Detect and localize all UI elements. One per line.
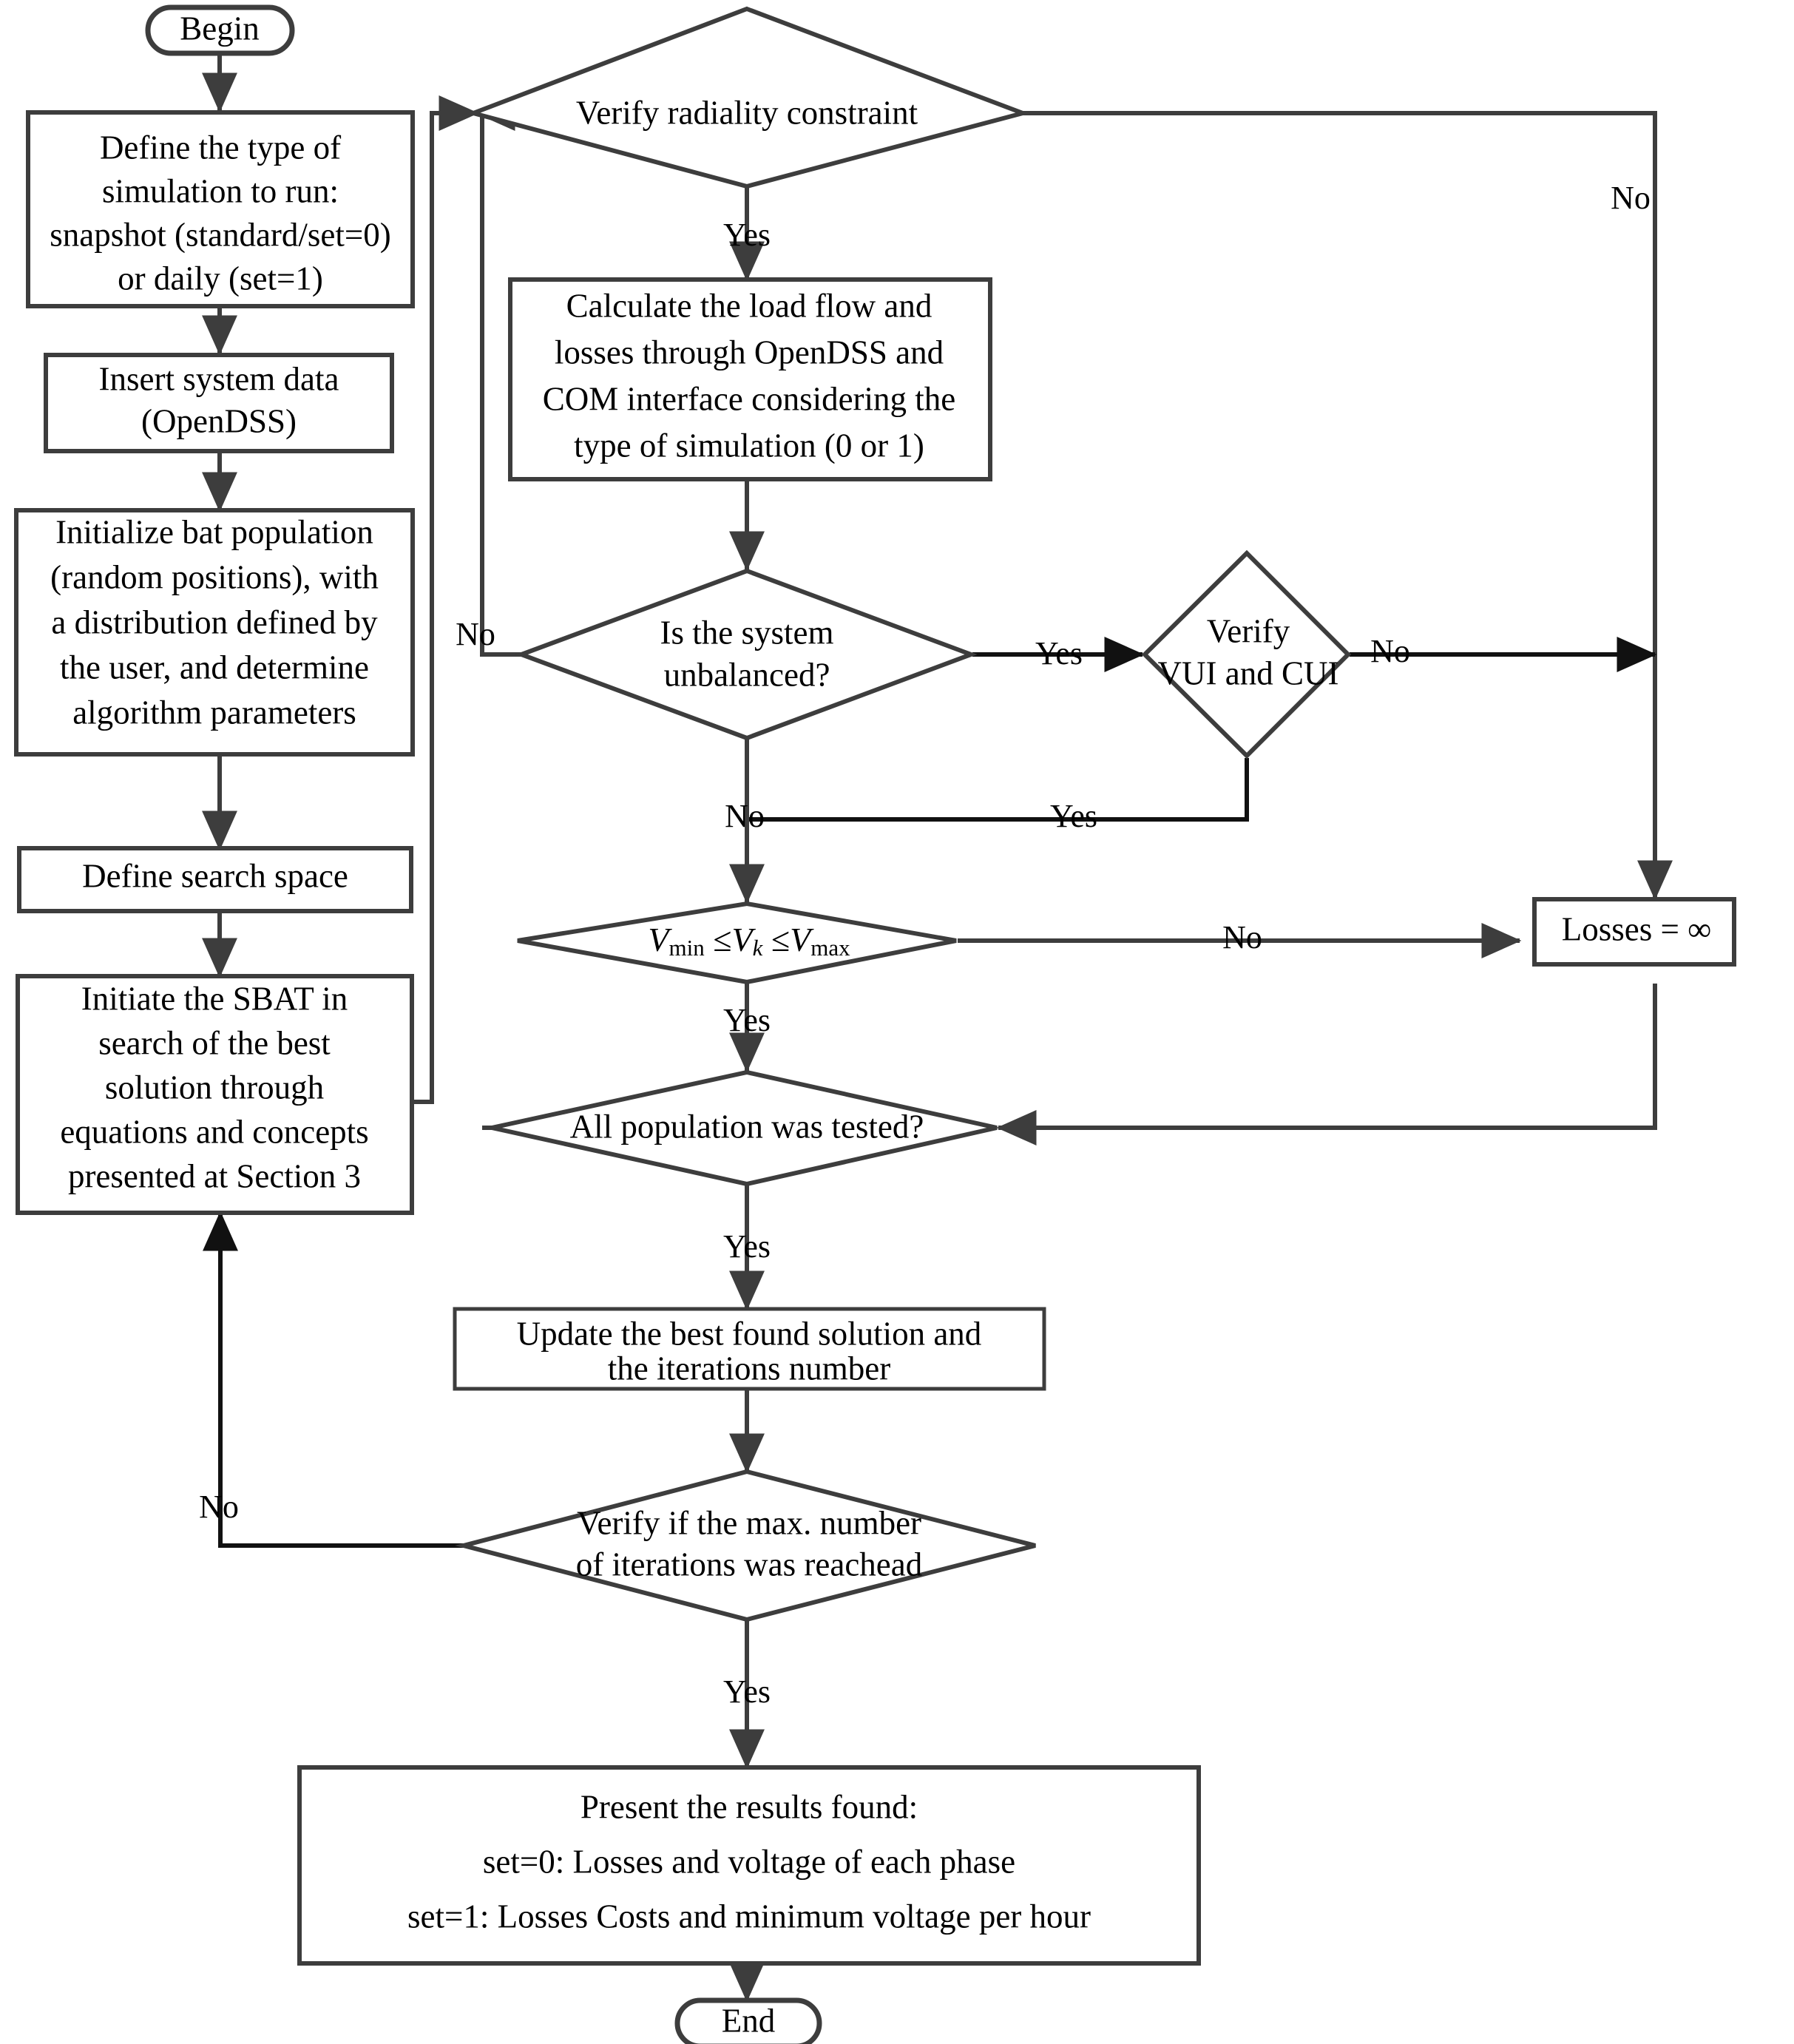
- system-unbalanced-line-1: Is the system: [660, 614, 834, 651]
- voltage-limits-label: Vmin ≤Vk ≤Vmax: [648, 921, 850, 961]
- all-population-tested-shape: [491, 1069, 998, 1187]
- node-define-search-space[interactable]: Define search space: [17, 846, 413, 913]
- calculate-load-flow-line-3: COM interface considering the: [543, 380, 956, 417]
- edge-label-voltage-no: No: [1222, 919, 1262, 955]
- system-unbalanced-line-2: unbalanced?: [664, 656, 830, 693]
- initiate-sbat-line-4: equations and concepts: [60, 1113, 368, 1150]
- node-verify-max-iterations[interactable]: Verify if the max. number of iterations …: [455, 1469, 1036, 1622]
- initialize-bats-line-3: a distribution defined by: [51, 603, 378, 640]
- edge-losses-to-population: [996, 984, 1657, 1145]
- all-population-tested-label: All population was tested?: [570, 1108, 924, 1145]
- verify-max-iterations-line-2: of iterations was reachead: [576, 1546, 923, 1583]
- define-simulation-shape: [26, 110, 415, 308]
- verify-max-iterations-shape: [455, 1469, 1036, 1622]
- define-simulation-line-2: simulation to run:: [102, 172, 339, 209]
- begin-label: Begin: [180, 10, 260, 47]
- edge-iterations-no-to-sbat: [203, 1211, 466, 1548]
- verify-radiality-label: Verify radiality constraint: [576, 94, 918, 131]
- update-best-line-1: Update the best found solution and: [517, 1315, 982, 1352]
- edge-vui-yes-to-voltage: [748, 758, 1249, 822]
- end-shape: [674, 1997, 822, 2044]
- voltage-rel-1: ≤: [705, 921, 732, 958]
- edge-label-voltage-yes: Yes: [723, 1002, 771, 1038]
- define-search-space-shape: [17, 846, 413, 913]
- node-system-unbalanced[interactable]: Is the system unbalanced?: [515, 568, 978, 741]
- define-simulation-line-4: or daily (set=1): [118, 260, 323, 297]
- edge-label-unbalanced-no-left: No: [456, 616, 495, 652]
- edge-label-vui-no: No: [1370, 633, 1410, 669]
- node-update-best[interactable]: Update the best found solution and the i…: [453, 1307, 1046, 1391]
- calculate-load-flow-line-1: Calculate the load flow and: [566, 287, 932, 324]
- initialize-bats-shape: [14, 508, 415, 757]
- node-insert-system-data[interactable]: Insert system data (OpenDSS): [44, 353, 394, 453]
- define-search-space-label: Define search space: [82, 857, 348, 894]
- losses-infinite-label: Losses = ∞: [1562, 910, 1711, 947]
- present-results-line-1: Present the results found:: [580, 1788, 918, 1825]
- voltage-vk-sub: k: [753, 935, 764, 961]
- initialize-bats-line-1: Initialize bat population: [55, 513, 373, 550]
- initiate-sbat-line-2: search of the best: [98, 1024, 331, 1061]
- edge-label-iterations-no: No: [199, 1489, 239, 1525]
- calculate-load-flow-line-2: losses through OpenDSS and: [555, 334, 944, 370]
- insert-system-data-line-2: (OpenDSS): [141, 402, 297, 439]
- system-unbalanced-shape: [515, 568, 978, 741]
- edge-label-radiality-no: No: [1611, 180, 1651, 216]
- node-end[interactable]: End: [674, 1997, 822, 2044]
- voltage-vmax-sub: max: [810, 935, 850, 961]
- initialize-bats-line-5: algorithm parameters: [72, 694, 356, 731]
- edge-label-iterations-yes: Yes: [723, 1674, 771, 1710]
- verify-vui-cui-shape: [1141, 549, 1352, 759]
- node-present-results[interactable]: Present the results found: set=0: Losses…: [297, 1765, 1201, 1966]
- voltage-vmax: V: [790, 921, 814, 958]
- define-simulation-line-3: snapshot (standard/set=0): [50, 216, 391, 253]
- present-results-line-2: set=0: Losses and voltage of each phase: [483, 1843, 1015, 1880]
- voltage-limits-shape: [517, 901, 957, 985]
- insert-system-data-line-1: Insert system data: [99, 360, 339, 397]
- initialize-bats-line-4: the user, and determine: [60, 649, 369, 686]
- edge-label-radiality-yes: Yes: [723, 217, 771, 253]
- define-simulation-line-1: Define the type of: [100, 129, 341, 166]
- verify-vui-cui-line-1: Verify: [1207, 612, 1290, 649]
- update-best-line-2: the iterations number: [608, 1350, 890, 1387]
- insert-system-data-shape: [44, 353, 394, 453]
- node-losses-infinite[interactable]: Losses = ∞: [1532, 897, 1736, 967]
- node-voltage-limits[interactable]: Vmin ≤Vk ≤Vmax: [517, 901, 957, 985]
- calculate-load-flow-line-4: type of simulation (0 or 1): [574, 427, 924, 464]
- initiate-sbat-line-5: presented at Section 3: [68, 1157, 361, 1194]
- begin-shape: [145, 4, 295, 56]
- initiate-sbat-line-3: solution through: [105, 1069, 324, 1106]
- edge-label-population-yes: Yes: [723, 1228, 771, 1265]
- end-label: End: [722, 2002, 776, 2039]
- node-begin[interactable]: Begin: [145, 4, 295, 56]
- verify-max-iterations-line-1: Verify if the max. number: [577, 1504, 921, 1541]
- update-best-shape: [453, 1307, 1046, 1391]
- initialize-bats-line-2: (random positions), with: [50, 558, 379, 595]
- present-results-line-3: set=1: Losses Costs and minimum voltage …: [407, 1898, 1091, 1935]
- node-all-population-tested[interactable]: All population was tested?: [491, 1069, 998, 1187]
- verify-vui-cui-line-2: VUI and CUI: [1158, 654, 1339, 691]
- edge-radiality-no-to-losses: [1020, 111, 1673, 901]
- present-results-shape: [297, 1765, 1201, 1966]
- calculate-load-flow-shape: [508, 277, 992, 481]
- node-calculate-load-flow[interactable]: Calculate the load flow and losses throu…: [508, 277, 992, 481]
- edge-label-vui-yes: Yes: [1050, 798, 1097, 834]
- node-verify-vui-cui[interactable]: Verify VUI and CUI: [1141, 549, 1352, 759]
- node-initiate-sbat[interactable]: Initiate the SBAT in search of the best …: [16, 974, 414, 1215]
- losses-infinite-shape: [1532, 897, 1736, 967]
- edge-sbat-to-radiality: [412, 95, 479, 1104]
- edge-label-unbalanced-no-down: No: [725, 798, 765, 834]
- edge-label-unbalanced-yes: Yes: [1035, 635, 1083, 671]
- node-verify-radiality[interactable]: Verify radiality constraint: [466, 6, 1030, 189]
- node-define-simulation[interactable]: Define the type of simulation to run: sn…: [26, 110, 415, 308]
- voltage-vmin: V: [648, 921, 672, 958]
- initiate-sbat-shape: [16, 974, 414, 1215]
- verify-radiality-shape: [466, 6, 1030, 189]
- voltage-vk: V: [731, 921, 756, 958]
- node-initialize-bats[interactable]: Initialize bat population (random positi…: [14, 508, 415, 757]
- voltage-rel-2: ≤: [762, 921, 790, 958]
- initiate-sbat-line-1: Initiate the SBAT in: [81, 980, 348, 1017]
- voltage-vmin-sub: min: [669, 935, 705, 961]
